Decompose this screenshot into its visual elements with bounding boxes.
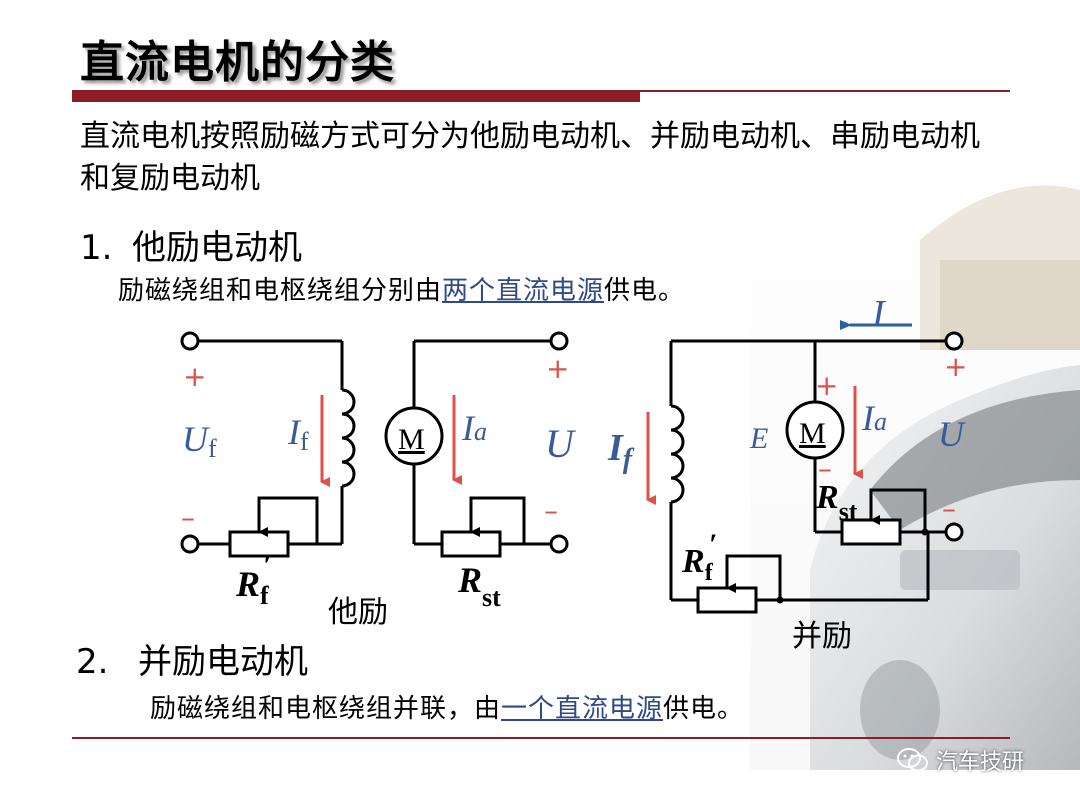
page-title: 直流电机的分类 — [80, 37, 395, 88]
shunt-if-label: If — [607, 427, 635, 475]
shunt-u-label: U — [938, 414, 966, 454]
intro-types: 他励电动机、并励电动机、串励电动机 — [470, 119, 980, 154]
i-supply-label: I — [871, 293, 887, 335]
footer-watermark: 汽车技研 — [896, 744, 1024, 776]
terminal-uf-minus — [180, 534, 200, 554]
shunt-rst-label: Rst — [815, 479, 858, 526]
uf-plus-sign: + — [183, 360, 206, 393]
field-winding-coil — [341, 388, 356, 488]
shunt-minus-sign: – — [942, 492, 956, 525]
shunt-plus-sign: + — [944, 350, 967, 383]
section1-desc-highlight: 两个直流电源 — [442, 276, 605, 306]
title-underline-bar — [72, 90, 640, 102]
field-rheostat — [228, 530, 290, 558]
section1-desc-after: 供电。 — [604, 276, 686, 306]
caption-shunt: 并励 — [792, 619, 852, 654]
intro-lead: 直流电机按照励磁方式可分为 — [80, 119, 470, 154]
title-underline-line — [640, 90, 1010, 92]
section1-description: 励磁绕组和电枢绕组分别由两个直流电源供电。 — [118, 270, 685, 307]
intro-last: 复励电动机 — [110, 161, 260, 196]
ia-label-left: Ia — [461, 408, 487, 448]
intro-paragraph: 直流电机按照励磁方式可分为他励电动机、并励电动机、串励电动机和复励电动机 — [80, 116, 980, 200]
wechat-icon — [897, 748, 928, 772]
section2-description: 励磁绕组和电枢绕组并联，由一个直流电源供电。 — [150, 688, 744, 725]
shunt-field-rheostat — [696, 586, 758, 614]
u-minus-sign: – — [544, 494, 558, 527]
intro-conj: 和 — [80, 161, 110, 196]
motor-label-left: M — [398, 423, 425, 456]
terminal-shunt-plus — [944, 331, 964, 351]
shunt-ia-label: Ia — [861, 398, 887, 438]
terminal-uf-plus — [180, 331, 200, 351]
u-plus-sign: + — [546, 352, 569, 385]
caption-separately-excited: 他励 — [328, 595, 388, 630]
footer-divider — [72, 737, 1010, 739]
motor-label-right: M — [799, 417, 826, 450]
background-car-image — [750, 150, 1080, 770]
uf-label: Uf — [182, 419, 217, 463]
u-label-left: U — [545, 421, 577, 466]
shunt-rf-label: Rf′ — [681, 528, 717, 586]
section2-number: 2. — [76, 642, 109, 682]
if-label: If — [287, 412, 309, 456]
section2-desc-after: 供电。 — [663, 694, 745, 724]
section2-desc-before: 励磁绕组和电枢绕组并联，由 — [150, 694, 502, 724]
terminal-shunt-minus — [944, 522, 964, 542]
rst-label-left: Rst — [457, 560, 501, 612]
rf-label-left: Rf′ — [235, 547, 272, 610]
motor-minus-sign: – — [818, 452, 832, 485]
section1-desc-before: 励磁绕组和电枢绕组分别由 — [118, 276, 443, 306]
section2-title: 并励电动机 — [138, 642, 308, 682]
section1-heading: 1. 他励电动机 — [80, 220, 302, 269]
footer-account-name: 汽车技研 — [936, 750, 1025, 775]
shunt-diagram — [669, 331, 964, 614]
section1-title: 他励电动机 — [132, 228, 302, 268]
section2-desc-highlight: 一个直流电源 — [501, 694, 664, 724]
terminal-u-plus — [549, 331, 569, 351]
starting-rheostat — [440, 530, 502, 558]
motor-plus-sign: + — [815, 369, 838, 402]
separately-excited-diagram — [180, 331, 569, 558]
terminal-u-minus — [549, 534, 569, 554]
shunt-field-coil — [670, 404, 685, 504]
uf-minus-sign: – — [181, 501, 195, 534]
section1-number: 1. — [80, 228, 113, 268]
emf-label: E — [749, 422, 768, 455]
section2-heading: 2. 并励电动机 — [76, 634, 308, 683]
